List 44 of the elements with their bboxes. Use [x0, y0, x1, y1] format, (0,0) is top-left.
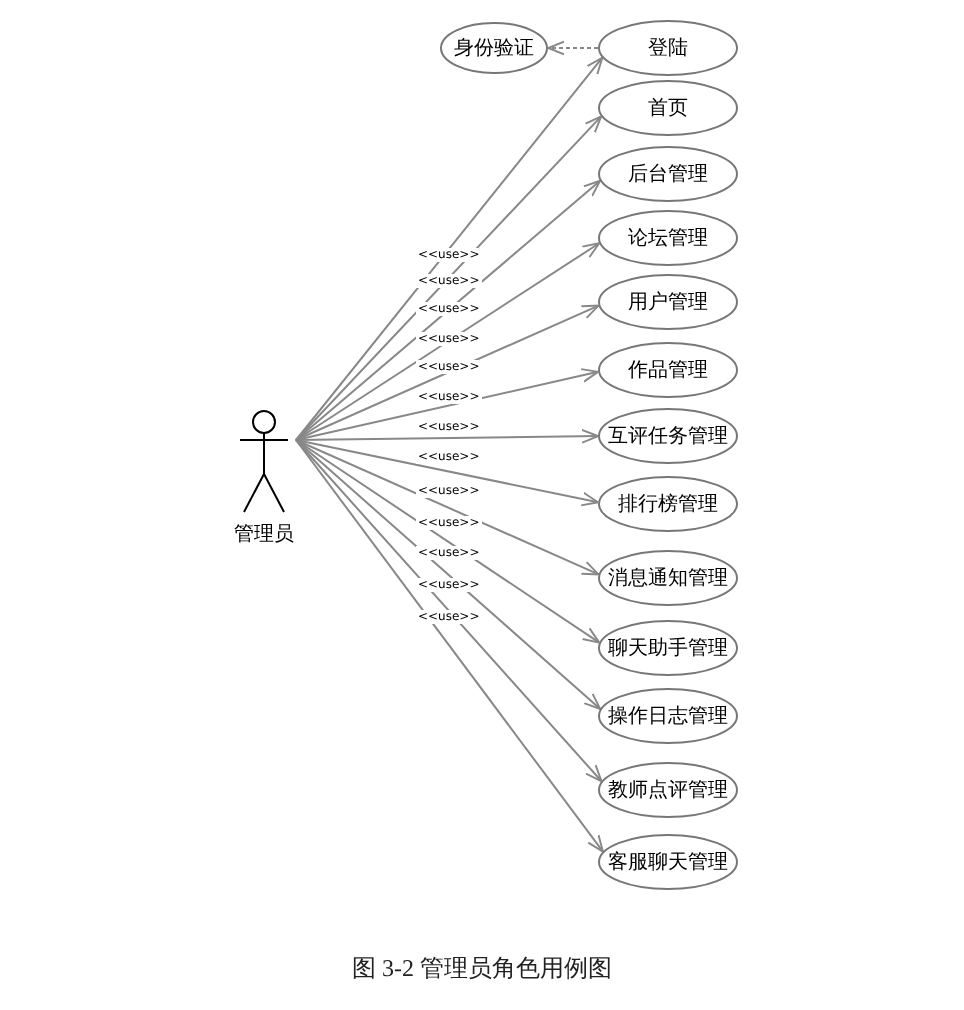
use-case-ellipse [598, 688, 738, 744]
use-case-label: 后台管理 [628, 161, 708, 188]
use-case-ellipse [440, 22, 548, 74]
arrow [295, 304, 600, 441]
use-case-ellipse [598, 342, 738, 398]
use-case-label: 首页 [648, 96, 688, 122]
arrow [547, 40, 599, 56]
arrow [295, 439, 601, 644]
arrow [295, 56, 604, 441]
use-case-label: 客服聊天管理 [608, 849, 728, 876]
arrow [295, 115, 603, 441]
arrow [295, 439, 600, 576]
use-case-ellipse [598, 274, 738, 330]
use-case-label: 登陆 [648, 35, 688, 62]
use-case-ellipse [598, 408, 738, 464]
arrow [295, 242, 601, 441]
use-case-ellipse [598, 550, 738, 606]
use-case-ellipse [598, 146, 738, 202]
arrow [295, 439, 602, 710]
use-case-label: 用户管理 [628, 289, 708, 316]
use-case-ellipse [598, 762, 738, 818]
use-case-label: 互评任务管理 [608, 424, 728, 450]
arrow [295, 439, 600, 507]
arrow [295, 368, 600, 441]
use-case-label: 排行榜管理 [618, 491, 718, 518]
use-case-label: 身份验证 [454, 36, 534, 62]
arrow [295, 439, 604, 853]
use-case-ellipse [598, 20, 738, 76]
use-case-label: 操作日志管理 [608, 703, 728, 730]
use-case-label: 消息通知管理 [608, 565, 728, 592]
use-case-ellipse [598, 210, 738, 266]
use-case-label: 作品管理 [628, 358, 708, 384]
arrow [295, 439, 603, 783]
use-case-label: 聊天助手管理 [608, 635, 728, 662]
caption: 图 3-2 管理员角色用例图 [352, 954, 612, 982]
arrow [295, 179, 602, 441]
use-case-ellipse [598, 80, 738, 136]
use-case-ellipse [598, 476, 738, 532]
use-case-ellipse [598, 834, 738, 890]
arrow [295, 428, 599, 444]
actor-label: 管理员 [234, 522, 294, 548]
use-case-ellipse [598, 620, 738, 676]
use-case-label: 教师点评管理 [608, 777, 728, 804]
use-case-label: 论坛管理 [628, 226, 708, 252]
